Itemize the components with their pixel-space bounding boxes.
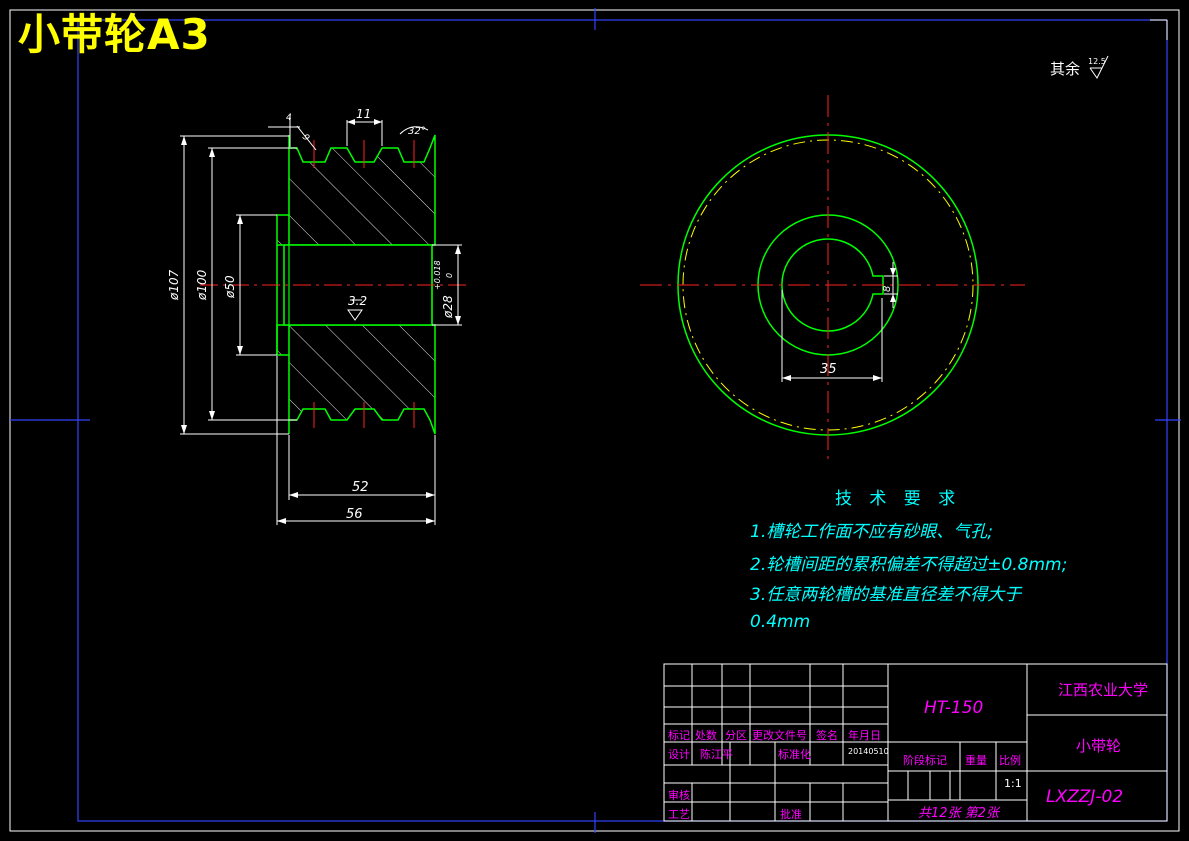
dim-hub-35: 35 bbox=[820, 362, 837, 377]
drawing-title: 小带轮A3 bbox=[18, 10, 211, 59]
dim-bore-tol-lower: 0 bbox=[445, 273, 454, 278]
requirement-item-2: 2.轮槽间距的累积偏差不得超过±0.8mm; bbox=[750, 555, 1068, 575]
dim-arrows bbox=[181, 119, 461, 524]
dim-bore-diameter: ø28 bbox=[441, 295, 455, 319]
scale-value: 1:1 bbox=[1004, 777, 1022, 790]
section-upper bbox=[276, 134, 436, 246]
sheet-count: 共12张 第2张 bbox=[918, 806, 999, 821]
dim-keyway: 8 bbox=[882, 286, 893, 292]
design-date: 20140510 bbox=[848, 747, 889, 756]
school-name: 江西农业大学 bbox=[1058, 681, 1149, 699]
label-design: 设计 bbox=[668, 748, 690, 761]
roughness-bore: 3.2 bbox=[348, 294, 367, 308]
requirement-item-4: 0.4mm bbox=[750, 612, 811, 632]
label-stage: 阶段标记 bbox=[903, 754, 947, 767]
surface-note: 其余 bbox=[1050, 60, 1081, 78]
dim-bore-tol-upper: +0.018 bbox=[433, 260, 442, 290]
label-review: 审核 bbox=[668, 789, 690, 802]
section-view: 11 32° 4 9 ø107 ø100 ø50 ø28 +0.018 0 3.… bbox=[167, 107, 470, 525]
centering-marks bbox=[10, 8, 1181, 833]
corner-ticks bbox=[1150, 19, 1168, 40]
label-process: 工艺 bbox=[668, 808, 690, 821]
label-date: 年月日 bbox=[848, 729, 881, 742]
part-name: 小带轮 bbox=[1076, 737, 1122, 755]
label-scale: 比例 bbox=[999, 754, 1021, 767]
groove-centers bbox=[313, 140, 415, 428]
drawing-number: LXZZJ-02 bbox=[1046, 787, 1124, 807]
surface-roughness-value: 12.5 bbox=[1088, 57, 1106, 66]
title-block-grid bbox=[663, 663, 1168, 822]
requirement-item-3: 3.任意两轮槽的基准直径差不得大于 bbox=[750, 585, 1022, 605]
dim-groove-edge-a: 4 bbox=[286, 113, 292, 123]
dim-pitch-diameter: ø100 bbox=[195, 269, 209, 301]
label-sign: 签名 bbox=[816, 729, 838, 742]
dim-groove-angle: 32° bbox=[408, 126, 426, 137]
dim-width-total: 56 bbox=[346, 507, 363, 522]
label-approve: 批准 bbox=[780, 808, 802, 821]
dim-width-body: 52 bbox=[352, 480, 369, 495]
section-dim-lines bbox=[180, 115, 462, 525]
dim-outer-diameter: ø107 bbox=[167, 269, 181, 301]
designer-name: 陈江平 bbox=[700, 748, 733, 761]
label-change-doc: 更改文件号 bbox=[752, 729, 807, 742]
label-standardization: 标准化 bbox=[778, 748, 811, 761]
dim-groove-top: 11 bbox=[356, 107, 371, 121]
requirements-heading: 技 术 要 求 bbox=[835, 489, 962, 509]
requirement-item-1: 1.槽轮工作面不应有砂眼、气孔; bbox=[750, 522, 993, 542]
bore-with-keyway bbox=[781, 238, 884, 332]
section-lower bbox=[276, 324, 436, 435]
label-weight: 重量 bbox=[965, 754, 987, 767]
end-view: 35 8 bbox=[640, 95, 1025, 460]
label-zone: 分区 bbox=[725, 729, 747, 742]
sheet-border bbox=[9, 9, 1180, 832]
dim-groove-edge-b: 9 bbox=[300, 133, 312, 144]
roughness-symbol bbox=[1089, 55, 1109, 79]
label-count: 处数 bbox=[695, 729, 717, 742]
material: HT-150 bbox=[924, 698, 984, 718]
label-mark: 标记 bbox=[668, 729, 690, 742]
dim-hub-diameter: ø50 bbox=[223, 275, 237, 299]
